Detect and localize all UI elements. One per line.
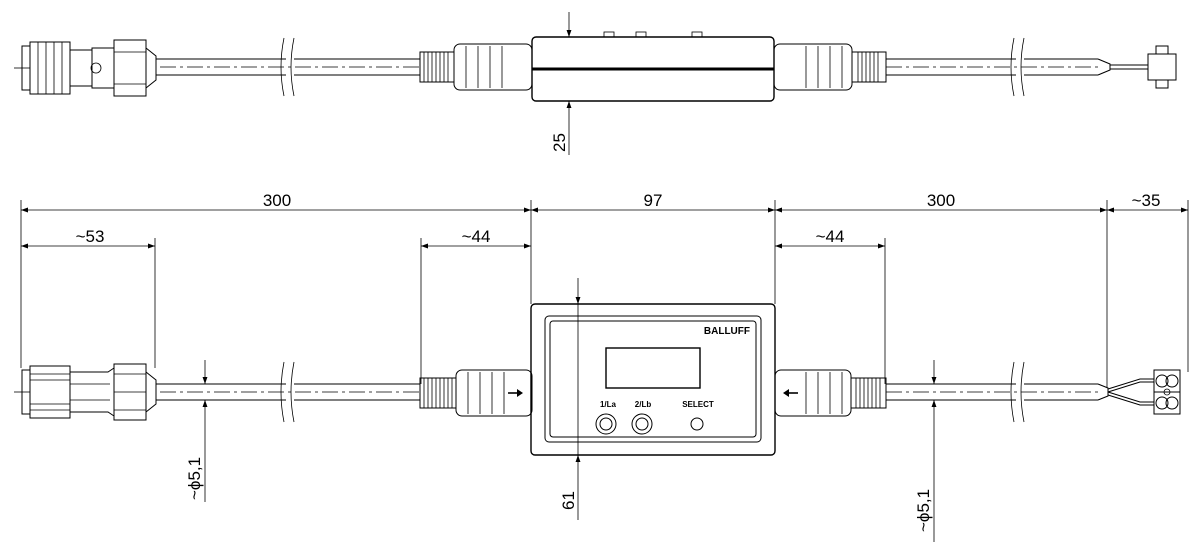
select-button[interactable] [690, 417, 704, 431]
top-left-cable [156, 37, 533, 97]
front-right-cable [774, 361, 1154, 423]
front-view: 300 97 300 ~35 ~53 ~44 ~44 [14, 191, 1189, 542]
dim-connector-label: ~53 [76, 227, 105, 246]
button-1-label: 1/La [600, 400, 617, 409]
top-module [531, 31, 775, 102]
button-1-ring [595, 413, 617, 435]
dim-right-cable-label: 300 [927, 191, 955, 210]
button-2[interactable] [635, 417, 649, 431]
dim-terminal-label: ~35 [1132, 191, 1161, 210]
brand-logo-text: BALLUFF [704, 326, 750, 337]
dim-right-relief-label: ~44 [816, 227, 845, 246]
top-left-connector [14, 39, 157, 97]
dim-left-cable-label: 300 [263, 191, 291, 210]
dim-left-relief-label: ~44 [462, 227, 491, 246]
top-right-cable [773, 37, 1177, 97]
dim-module-width-label: 97 [644, 191, 663, 210]
terminal-block [1153, 369, 1181, 415]
top-view: 25 [14, 12, 1177, 155]
button-2-label: 2/Lb [635, 400, 652, 409]
dim-right-diameter-label: ~ϕ5,1 [914, 489, 933, 532]
dim-left-diameter-label: ~ϕ5,1 [185, 457, 204, 500]
dim-overall-line [21, 207, 1188, 249]
dim-top-height-label: 25 [550, 133, 569, 152]
select-button-label: SELECT [682, 400, 714, 409]
button-1[interactable] [599, 417, 613, 431]
front-left-cable [156, 361, 533, 423]
dim-module-height-label: 61 [559, 491, 578, 510]
front-left-connector [14, 363, 157, 421]
front-module-buttons [595, 413, 704, 435]
button-2-ring [631, 413, 653, 435]
